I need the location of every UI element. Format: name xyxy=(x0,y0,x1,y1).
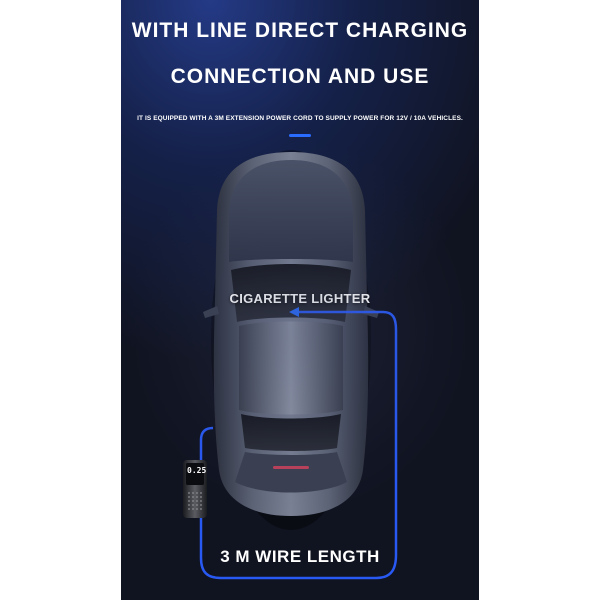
arrow-left-icon xyxy=(289,307,299,317)
wire-length-label: 3 M WIRE LENGTH xyxy=(220,547,380,566)
cigarette-lighter-label: CIGARETTE LIGHTER xyxy=(229,291,371,306)
car-illustration xyxy=(203,152,379,516)
tire-inflator-device xyxy=(183,460,207,518)
device-display: 0.25 xyxy=(187,466,207,475)
power-cord xyxy=(199,310,398,580)
car-scene xyxy=(183,150,398,580)
headline-line-2: CONNECTION AND USE xyxy=(170,65,430,88)
accent-divider xyxy=(289,134,311,137)
subtitle-text: IT IS EQUIPPED WITH A 3M EXTENSION POWER… xyxy=(137,115,463,122)
product-poster: WITH LINE DIRECT CHARGING CONNECTION AND… xyxy=(121,0,479,600)
headline-line-1: WITH LINE DIRECT CHARGING xyxy=(131,19,469,42)
